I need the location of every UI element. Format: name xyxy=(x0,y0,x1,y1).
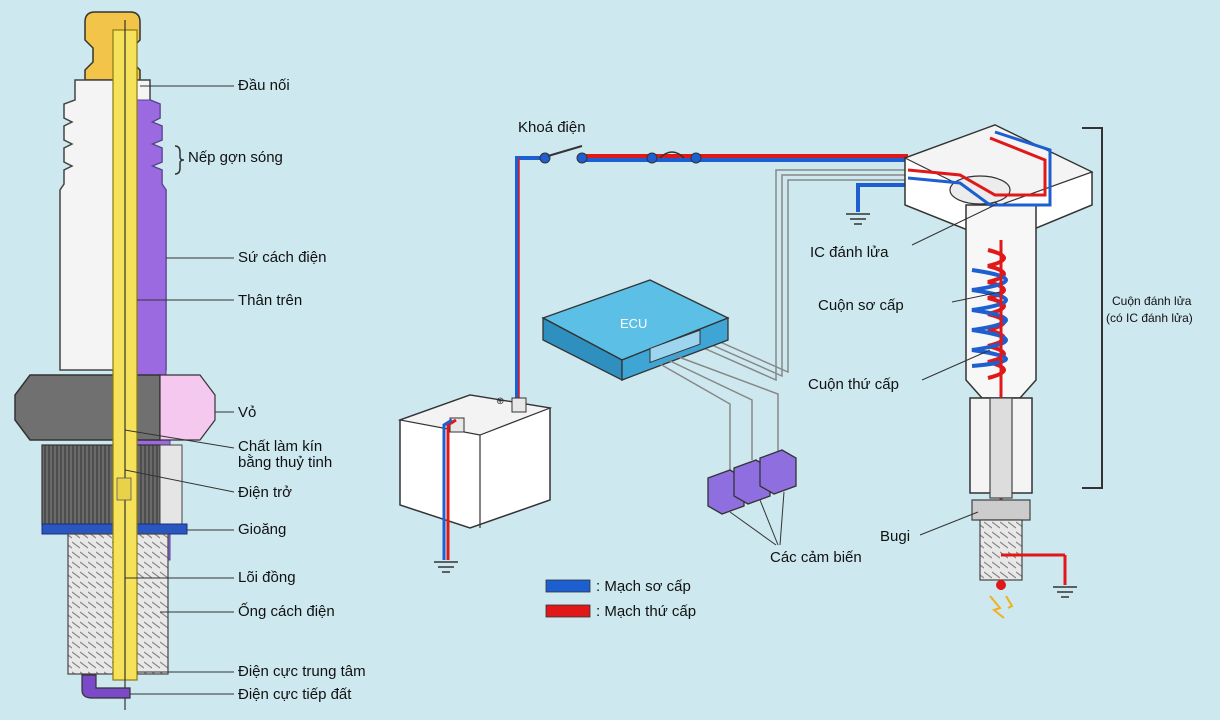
ignition-switch xyxy=(539,145,702,164)
ecu-box xyxy=(541,279,730,382)
sensor-leads xyxy=(659,355,779,470)
label-bugi: Bugi xyxy=(880,528,911,545)
shell-knurl xyxy=(41,444,161,526)
spark-plug xyxy=(14,11,216,710)
label-nep-gon-song: Nếp gợn sóng xyxy=(188,149,283,166)
label-ecu: ECU xyxy=(620,316,648,331)
label-chat-lam-kin-2: bằng thuỷ tinh xyxy=(238,454,333,471)
label-cuon-danh-lua-2: (có IC đánh lửa) xyxy=(1106,311,1193,325)
legend-secondary-swatch xyxy=(545,604,591,618)
label-chat-lam-kin-1: Chất làm kín xyxy=(238,438,323,455)
shell-right xyxy=(159,444,183,526)
label-cuon-so-cap: Cuộn sơ cấp xyxy=(818,297,904,314)
label-dien-tro: Điện trở xyxy=(238,484,293,501)
legend-primary-swatch xyxy=(545,579,591,593)
label-loi-dong: Lõi đồng xyxy=(238,569,296,586)
coil-ground xyxy=(856,183,915,212)
label-cuon-danh-lua-1: Cuộn đánh lửa xyxy=(1112,294,1192,308)
legend-primary-label: : Mạch sơ cấp xyxy=(596,578,691,595)
label-cuon-thu-cap: Cuộn thứ cấp xyxy=(808,376,899,393)
label-gioang: Gioăng xyxy=(238,521,287,538)
ignition-coil xyxy=(903,124,1094,590)
label-cac-cam-bien: Các cảm biến xyxy=(770,549,862,566)
label-than-tren: Thân trên xyxy=(238,292,303,309)
coil-leaders xyxy=(911,127,1103,536)
hex-nut xyxy=(14,374,161,441)
label-ic-danh-lua: IC đánh lửa xyxy=(810,244,889,261)
legend-secondary-label: : Mạch thứ cấp xyxy=(596,603,697,620)
hex-nut-highlight xyxy=(159,374,216,441)
svg-text:⊕: ⊕ xyxy=(496,396,504,407)
label-dau-noi: Đầu nối xyxy=(238,77,290,94)
primary-wiring xyxy=(515,151,908,400)
label-ong-cach-dien: Ống cách điện xyxy=(238,603,335,620)
spark-plug-leaders xyxy=(124,85,235,695)
ground-electrode xyxy=(81,674,131,699)
label-dien-cuc-tiep-dat: Điện cực tiếp đất xyxy=(238,686,352,703)
label-vo: Vỏ xyxy=(238,404,257,421)
label-dien-cuc-trung-tam: Điện cực trung tâm xyxy=(238,663,366,680)
battery: ⊕ xyxy=(397,394,553,529)
sensors xyxy=(707,449,797,515)
bugi-right xyxy=(971,397,1067,619)
ecu-signal-lines xyxy=(689,169,912,382)
label-khoa-dien: Khoá điện xyxy=(518,119,586,136)
label-su-cach-dien: Sứ cách điện xyxy=(238,249,327,266)
